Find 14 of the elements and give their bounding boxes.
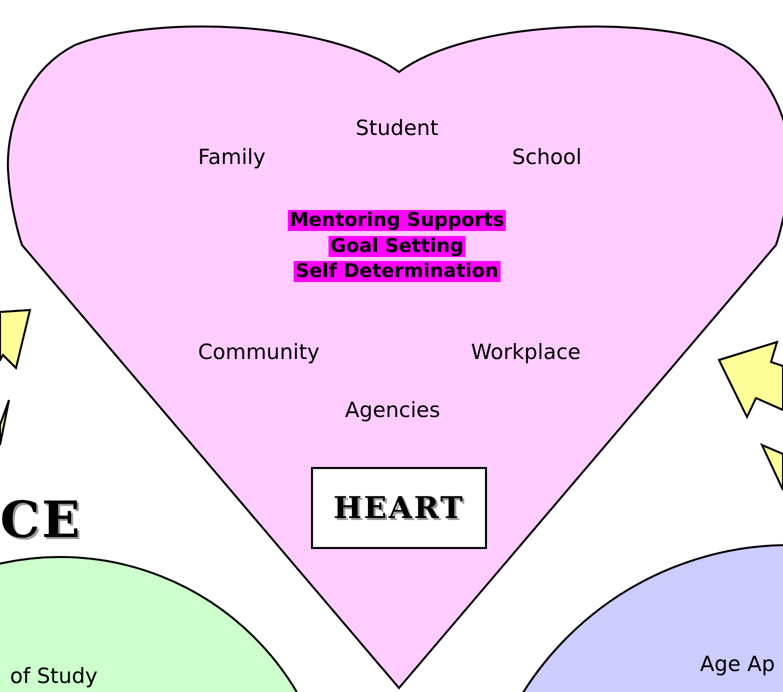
node-label: Workplace (471, 342, 581, 363)
node-label: Age Ap (700, 654, 775, 675)
highlighted-text: Goal Setting (328, 236, 466, 257)
highlighted-text: Self Determination (294, 261, 500, 282)
node-label: Family (198, 147, 266, 168)
highlighted-text: Mentoring Supports (288, 210, 506, 231)
node-label: Student (356, 118, 438, 139)
box-title: HEART (333, 490, 465, 526)
title-box (311, 467, 487, 549)
node-label: Community (198, 342, 320, 363)
node-label: of Study (10, 666, 98, 687)
heading-fragment: CE (0, 495, 82, 545)
node-label: Agencies (345, 400, 440, 421)
node-label: School (512, 147, 582, 168)
